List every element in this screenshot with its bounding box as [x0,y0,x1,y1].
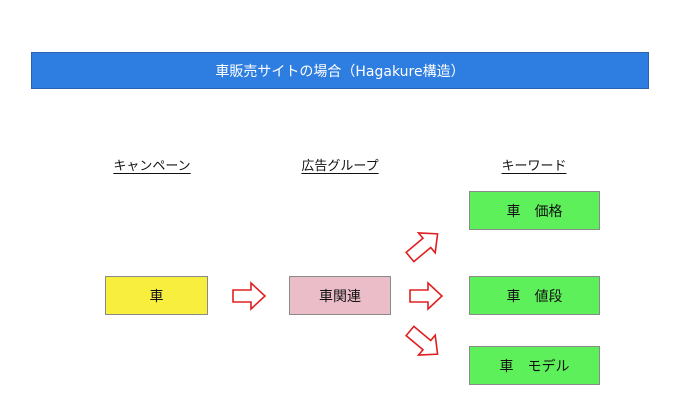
diagram-title-text: 車販売サイトの場合（Hagakure構造） [215,63,465,80]
arrow-adgroup-to-keyword-2 [409,281,444,311]
heading-keyword: キーワード [501,159,567,174]
arrow-campaign-to-adgroup [232,281,267,311]
adgroup-label: 車関連 [319,288,361,305]
arrow-adgroup-to-keyword-1 [405,232,439,263]
heading-adgroup: 広告グループ [301,159,379,174]
campaign-label: 車 [149,288,164,305]
keyword-box-3: 車 モデル [469,346,600,385]
diagram-title: 車販売サイトの場合（Hagakure構造） [31,52,649,89]
keyword-label-1: 車 価格 [506,203,563,220]
heading-campaign: キャンペーン [113,159,191,174]
keyword-label-3: 車 モデル [499,358,570,375]
keyword-box-1: 車 価格 [469,191,600,230]
keyword-label-2: 車 値段 [506,288,563,305]
keyword-box-2: 車 値段 [469,276,600,315]
campaign-box: 車 [105,276,208,315]
arrow-adgroup-to-keyword-3 [405,325,439,356]
adgroup-box: 車関連 [289,276,391,315]
